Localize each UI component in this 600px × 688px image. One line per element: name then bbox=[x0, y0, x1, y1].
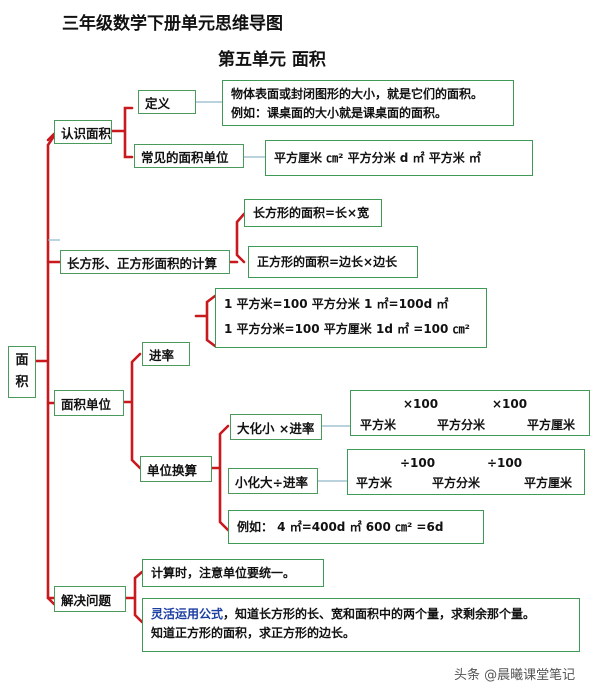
big-to-small-op-1: ×100 bbox=[403, 397, 439, 411]
node-small-to-big: 小化大÷进率 bbox=[228, 468, 318, 494]
root-label-1: 面 bbox=[15, 353, 29, 368]
common-units-content: 平方厘米 ㎝² 平方分米 d ㎡ 平方米 ㎡ bbox=[265, 140, 533, 176]
watermark: 头条 @晨曦课堂笔记 bbox=[454, 668, 576, 683]
rate-line-2: 1 平方分米=100 平方厘米 1d ㎡ =100 ㎝² bbox=[224, 322, 470, 336]
node-solve: 解决问题 bbox=[54, 586, 126, 612]
solve-formula-line-2: 知道正方形的面积，求正方形的边长。 bbox=[151, 626, 356, 640]
root-bracket bbox=[34, 134, 56, 606]
node-convert: 单位换算 bbox=[140, 456, 212, 482]
node-area-units: 面积单位 bbox=[54, 390, 124, 416]
solve-note: 计算时，注意单位要统一。 bbox=[142, 559, 324, 587]
rate-bracket bbox=[194, 294, 217, 348]
rect-area-formula: 长方形的面积=长×宽 bbox=[244, 199, 382, 227]
square-area-formula: 正方形的面积=边长×边长 bbox=[248, 246, 418, 278]
convert-example: 例如： 4 ㎡=400d ㎡ 600 ㎝² =6d bbox=[228, 510, 484, 544]
small-to-big-op-2: ÷100 bbox=[487, 456, 523, 470]
calc-bracket bbox=[228, 212, 246, 264]
big-to-small-unit-2: 平方分米 bbox=[437, 418, 486, 432]
small-to-big-unit-3: 平方厘米 bbox=[524, 476, 573, 490]
big-to-small-chain bbox=[350, 390, 590, 436]
node-rate: 进率 bbox=[142, 342, 190, 366]
solve-formula-line-1: 灵活运用公式，知道长方形的长、宽和面积中的两个量，求剩余那个量。 bbox=[151, 605, 571, 624]
rate-content: 1 平方米=100 平方分米 1 ㎡=100d ㎡ 1 平方分米=100 平方厘… bbox=[215, 288, 487, 348]
bracket-to-recognize bbox=[46, 132, 56, 142]
solve-bracket bbox=[124, 570, 144, 624]
small-to-big-op-1: ÷100 bbox=[400, 456, 436, 470]
root-node: 面 积 bbox=[8, 346, 36, 398]
node-common-units: 常见的面积单位 bbox=[134, 144, 244, 168]
root-label-2: 积 bbox=[15, 375, 29, 390]
small-to-big-chain bbox=[347, 449, 585, 495]
units-bracket bbox=[122, 352, 142, 470]
definition-content: 物体表面或封闭图形的大小，就是它们的面积。 例如：课桌面的大小就是课桌面的面积。 bbox=[222, 80, 514, 126]
rate-line-1: 1 平方米=100 平方分米 1 ㎡=100d ㎡ bbox=[224, 297, 449, 311]
small-to-big-unit-2: 平方分米 bbox=[432, 476, 481, 490]
node-big-to-small: 大化小 ×进率 bbox=[230, 414, 322, 440]
page-title: 三年级数学下册单元思维导图 bbox=[62, 14, 283, 34]
node-recognize-area: 认识面积 bbox=[54, 120, 112, 144]
node-calc: 长方形、正方形面积的计算 bbox=[60, 250, 230, 274]
small-to-big-unit-1: 平方米 bbox=[356, 476, 393, 490]
recognize-bracket bbox=[110, 106, 134, 159]
convert-bracket bbox=[210, 424, 230, 532]
definition-line-1: 物体表面或封闭图形的大小，就是它们的面积。 bbox=[231, 87, 484, 101]
solve-formula-highlight: 灵活运用公式 bbox=[151, 607, 224, 621]
big-to-small-unit-3: 平方厘米 bbox=[527, 418, 576, 432]
big-to-small-unit-1: 平方米 bbox=[360, 418, 397, 432]
solve-formula-rest: ，知道长方形的长、宽和面积中的两个量，求剩余那个量。 bbox=[223, 607, 536, 621]
node-definition: 定义 bbox=[138, 90, 196, 114]
solve-formula-content: 灵活运用公式，知道长方形的长、宽和面积中的两个量，求剩余那个量。 知道正方形的面… bbox=[142, 598, 580, 652]
page-subtitle: 第五单元 面积 bbox=[218, 50, 326, 70]
big-to-small-op-2: ×100 bbox=[492, 397, 528, 411]
definition-line-2: 例如：课桌面的大小就是课桌面的面积。 bbox=[231, 106, 448, 120]
